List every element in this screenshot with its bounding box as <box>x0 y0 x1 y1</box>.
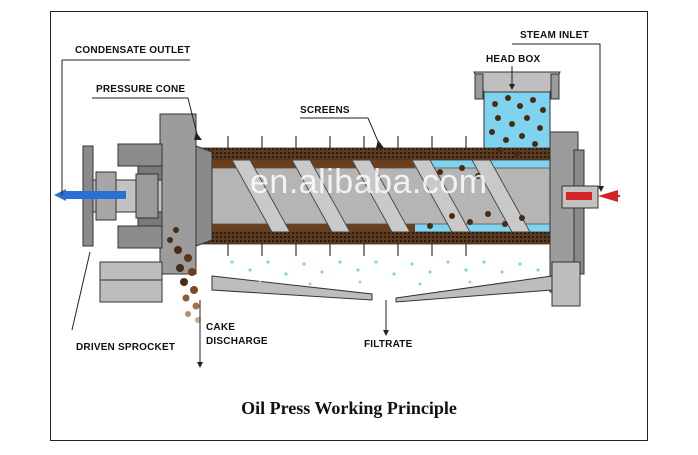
label-cake-line1: CAKE <box>206 322 236 333</box>
screw-flights <box>231 159 531 233</box>
pressure-cone <box>137 113 213 275</box>
label-driven-sprocket: DRIVEN SPROCKET <box>76 342 176 353</box>
label-head-box: HEAD BOX <box>486 54 541 65</box>
leader-lines <box>61 43 601 366</box>
condensate-pipe <box>66 191 126 199</box>
watermark: en.alibaba.com <box>250 163 488 201</box>
oil-seed-particles <box>427 95 546 229</box>
label-filtrate: FILTRATE <box>364 339 413 350</box>
steam-pipe <box>566 192 592 200</box>
diagram-title: Oil Press Working Principle <box>241 398 457 418</box>
screen-bottom <box>184 231 556 245</box>
label-cake-line2: DISCHARGE <box>206 336 268 347</box>
label-screens: SCREENS <box>300 105 350 116</box>
label-pressure-cone: PRESSURE CONE <box>96 84 186 95</box>
base-frame <box>99 261 581 307</box>
label-steam-inlet: STEAM INLET <box>520 30 589 41</box>
leader-arrows <box>194 84 604 368</box>
label-condensate-outlet: CONDENSATE OUTLET <box>75 45 191 56</box>
filtrate-drops <box>230 260 540 286</box>
condensate-arrow <box>54 189 66 201</box>
screen-studs <box>227 136 467 256</box>
